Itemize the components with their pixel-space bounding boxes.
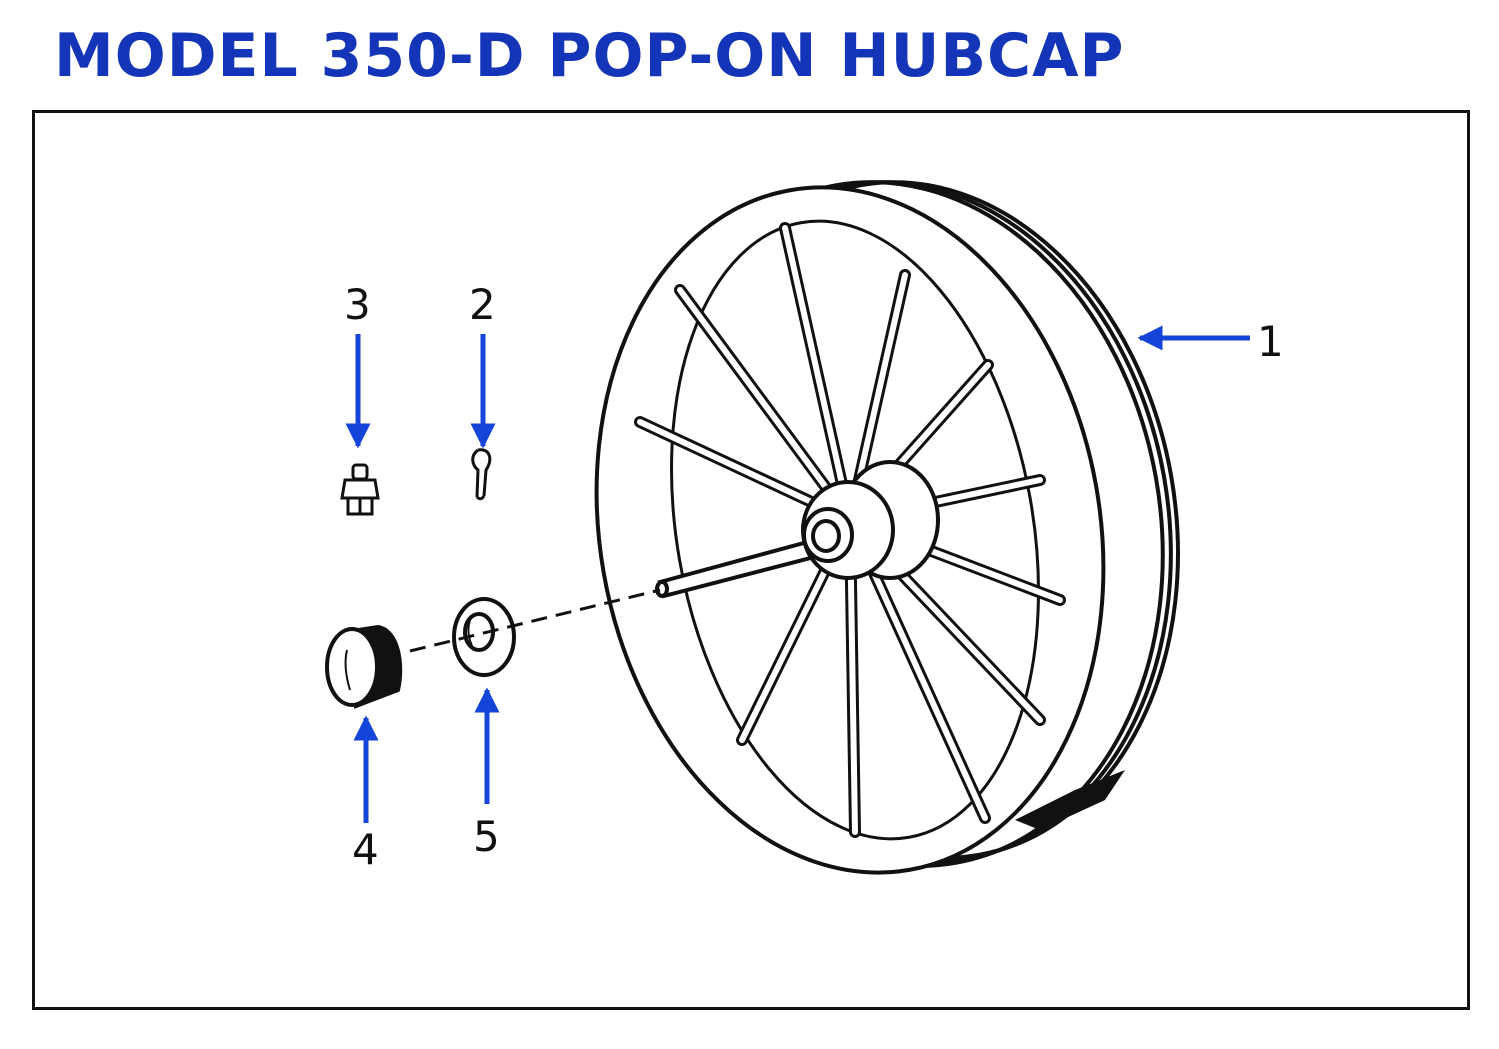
- assembly-line: [409, 588, 661, 653]
- grease-fitting-illustration: [340, 463, 380, 516]
- page-title: MODEL 350-D POP-ON HUBCAP: [54, 21, 1125, 91]
- hubcap-illustration: [325, 624, 403, 709]
- callout-number-3: 3: [344, 280, 371, 329]
- callout-number-5: 5: [473, 812, 500, 861]
- callout-number-4: 4: [352, 825, 379, 874]
- callout-number-2: 2: [469, 280, 496, 329]
- diagram-frame: [32, 110, 1470, 1010]
- cotter-pin-illustration: [471, 448, 492, 501]
- callout-number-1: 1: [1257, 317, 1284, 366]
- wheel-illustration: [594, 180, 1180, 875]
- wheel-hub: [801, 460, 940, 580]
- callout-arrows: [345, 325, 1250, 823]
- washer-illustration: [452, 597, 516, 677]
